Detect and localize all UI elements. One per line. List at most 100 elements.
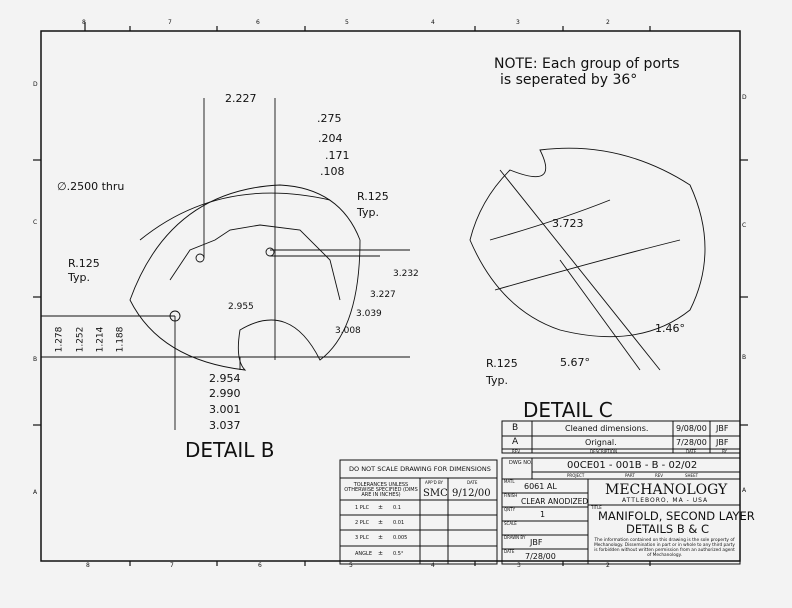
dim-label: 3.008 <box>335 326 361 336</box>
field-label: DATE <box>504 549 515 554</box>
detail-c-title: DETAIL C <box>523 398 613 422</box>
dim-label: 3.001 <box>209 403 241 416</box>
dim-label: .204 <box>318 132 343 145</box>
dim-label: 1.278 <box>54 326 65 353</box>
dim-label: 3.723 <box>552 217 584 230</box>
rev-cell: A <box>512 437 519 447</box>
quantity: 1 <box>540 510 546 519</box>
tol-pm: ± <box>378 550 384 557</box>
note-line-2: is seperated by 36° <box>500 72 638 88</box>
zone-label: B <box>33 356 38 363</box>
field-label: TITLE <box>591 505 602 510</box>
company-logo: MECHANOLOGY <box>605 482 728 498</box>
tol-val: 0.1 <box>393 505 401 511</box>
zone-label: 3 <box>517 562 521 569</box>
zone-label: A <box>33 489 38 496</box>
dim-label: 1.252 <box>75 326 86 353</box>
zone-label: 5 <box>345 19 349 26</box>
hole-callout: ∅.2500 thru <box>57 180 125 193</box>
dwg-label: DWG NO. <box>509 460 533 466</box>
rev-header: REV <box>512 449 521 454</box>
zone-label: 3 <box>516 19 520 26</box>
tol-key: 1 PLC <box>355 505 370 511</box>
field-label: QNTY <box>504 507 516 512</box>
zone-label: 8 <box>86 562 90 569</box>
radius-callout: R.125 <box>486 357 518 370</box>
dim-label: 1.46° <box>655 322 685 335</box>
zone-label: A <box>742 487 747 494</box>
dim-label: 1.188 <box>115 326 126 353</box>
tol-key: ANGLE <box>355 551 372 557</box>
rev-cell: B <box>512 423 519 433</box>
drawn-by: JBF <box>530 538 543 547</box>
dim-label: 3.227 <box>370 290 396 300</box>
company-location: ATTLEBORO, MA - USA <box>622 497 709 504</box>
tol-val: 0.005 <box>393 535 408 541</box>
tol-pm: ± <box>378 504 384 511</box>
drawing-title-2: DETAILS B & C <box>626 522 710 536</box>
field-label: SCALE <box>504 521 517 526</box>
tol-val: 0.01 <box>393 520 405 526</box>
dwg-number: 00CE01 - 001B - B - 02/02 <box>567 460 698 471</box>
radius-callout: R.125 <box>357 190 389 203</box>
rev-by: JBF <box>716 438 729 447</box>
zone-label: 2 <box>606 19 610 26</box>
dwg-sub: SHEET <box>685 473 699 478</box>
rev-desc: Orignal. <box>585 438 617 447</box>
zone-label: 7 <box>170 562 174 569</box>
radius-callout: R.125 <box>68 257 100 270</box>
field-label: DRAWN BY <box>504 535 526 540</box>
rev-date: 9/08/00 <box>676 424 707 433</box>
zone-label: D <box>742 94 747 101</box>
dim-label: 5.67° <box>560 356 590 369</box>
dim-label: 3.232 <box>393 269 419 279</box>
dim-label: 3.039 <box>356 309 382 319</box>
zone-label: 5 <box>349 562 353 569</box>
tol-key: 2 PLC <box>355 520 370 526</box>
field-label: MATL <box>504 479 515 484</box>
drawing-title-1: MANIFOLD, SECOND LAYER <box>598 509 755 523</box>
tol-pm: ± <box>378 534 384 541</box>
finish: CLEAR ANODIZED <box>521 497 589 506</box>
zone-label: 8 <box>82 19 86 26</box>
tolerance-label: TOLERANCES UNLESS OTHERWISE SPECIFIED (D… <box>344 482 418 498</box>
tol-pm: ± <box>378 519 384 526</box>
zone-label: 4 <box>431 562 435 569</box>
zone-label: 4 <box>431 19 435 26</box>
dim-label: 2.227 <box>225 92 257 105</box>
rev-header: DESCRIPTION <box>590 449 618 454</box>
drawn-date: 7/28/00 <box>525 552 556 561</box>
zone-label: D <box>33 81 38 88</box>
dim-label: .275 <box>317 112 342 125</box>
dim-label: .171 <box>325 149 350 162</box>
dim-label: 2.990 <box>209 387 241 400</box>
zone-label: C <box>33 219 38 226</box>
rev-header: BY <box>722 449 727 454</box>
dwg-sub: REV <box>655 473 664 478</box>
radius-callout: Typ. <box>357 206 379 219</box>
zone-label: 6 <box>256 19 260 26</box>
field-label: FINISH <box>504 493 518 498</box>
radius-callout: Typ. <box>68 271 90 284</box>
note-line-1: NOTE: Each group of ports <box>494 56 680 72</box>
appd-label: APP'D BY <box>425 480 443 485</box>
proprietary-notice: The information contained on this drawin… <box>594 538 735 559</box>
detail-b-title: DETAIL B <box>185 438 275 462</box>
date-label: DATE <box>467 480 478 485</box>
appd-date: 9/12/00 <box>452 488 491 499</box>
rev-date: 7/28/00 <box>676 438 707 447</box>
dwg-sub: PART <box>625 473 635 478</box>
no-scale-note: DO NOT SCALE DRAWING FOR DIMENSIONS <box>349 465 491 473</box>
zone-label: C <box>742 222 747 229</box>
dim-label: 1.214 <box>95 326 106 353</box>
zone-label: B <box>742 354 747 361</box>
dim-label: 2.955 <box>228 302 254 312</box>
rev-by: JBF <box>716 424 729 433</box>
rev-header: DATE <box>686 449 697 454</box>
material: 6061 AL <box>524 482 557 491</box>
appd-by: SMC <box>423 488 448 499</box>
zone-label: 7 <box>168 19 172 26</box>
dim-label: .108 <box>320 165 345 178</box>
dim-label: 2.954 <box>209 372 241 385</box>
dim-label: 3.037 <box>209 419 241 432</box>
